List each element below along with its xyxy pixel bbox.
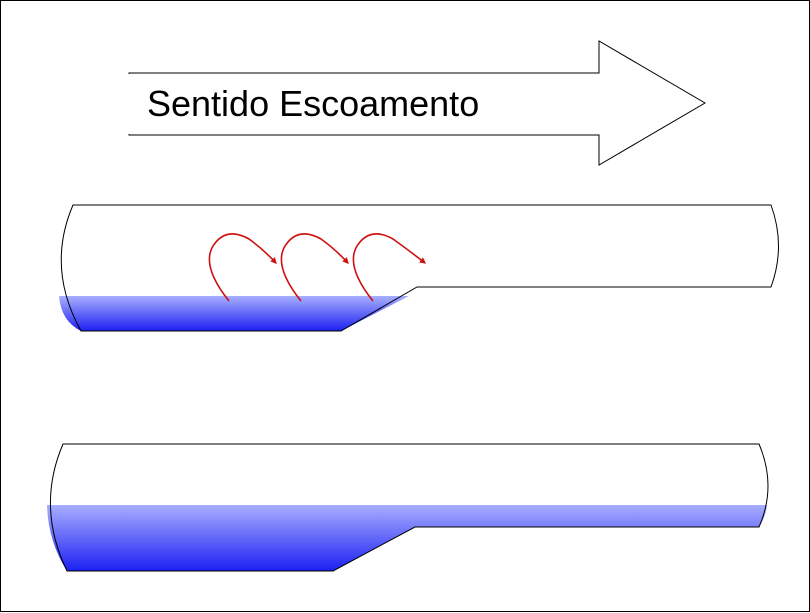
eddy-arrow-2	[280, 233, 349, 302]
water-fill-bottom	[47, 505, 767, 571]
eddy-arrows	[208, 233, 427, 302]
water-fill-top	[59, 296, 409, 331]
eddy-arrow-3	[352, 233, 427, 302]
pipe-top	[59, 204, 779, 332]
pipe-outline-bottom	[50, 443, 769, 572]
arrow-label: Sentido Escoamento	[147, 83, 479, 124]
arrow-shape	[128, 40, 706, 166]
flow-direction-arrow: Sentido Escoamento	[127, 40, 706, 166]
pipe-outline-top	[60, 204, 779, 332]
eddy-arrow-1	[208, 233, 277, 302]
pipe-bottom	[47, 443, 769, 572]
